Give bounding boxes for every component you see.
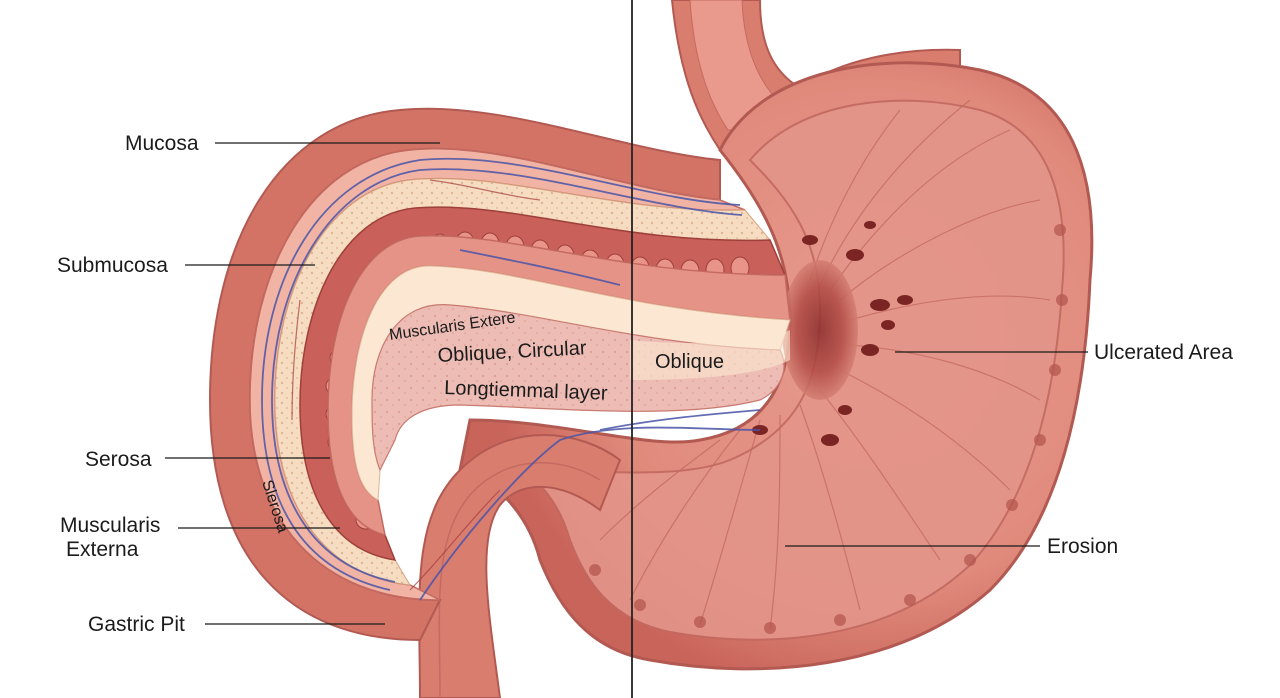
ulcer-pits <box>752 221 913 446</box>
label-ulcerated-area: Ulcerated Area <box>1094 341 1233 364</box>
label-muscularis-externa-line1: Muscularis <box>60 514 160 537</box>
label-erosion: Erosion <box>1047 535 1118 558</box>
stomach-body <box>458 0 1094 671</box>
label-oblique: Oblique <box>655 351 724 373</box>
duodenum-tube <box>418 434 622 698</box>
label-muscularis-externa-line2: Externa <box>66 538 139 561</box>
label-gastric-pit: Gastric Pit <box>88 613 185 636</box>
leader-lines <box>165 142 1088 625</box>
label-serosa: Serosa <box>85 448 152 471</box>
blood-vessels <box>261 157 761 601</box>
label-mucosa: Mucosa <box>125 132 199 155</box>
wall-layers-cross-section <box>208 107 791 642</box>
label-submucosa: Submucosa <box>57 254 168 277</box>
